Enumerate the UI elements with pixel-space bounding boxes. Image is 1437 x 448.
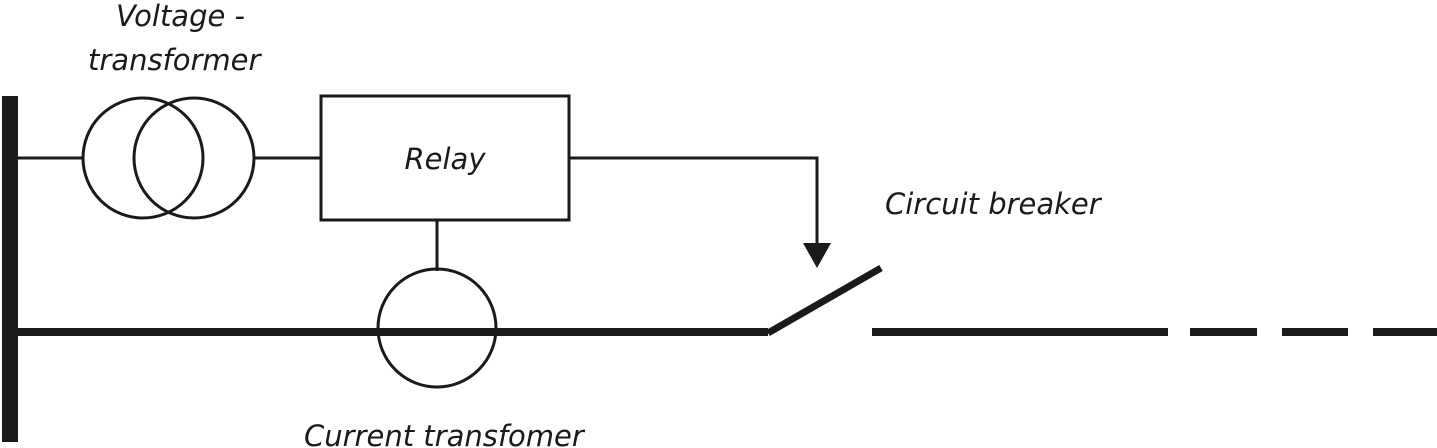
busbar: [2, 96, 18, 442]
vt-primary-winding: [81, 96, 205, 220]
vt-secondary-winding: [132, 96, 256, 220]
trip-signal-line: [569, 156, 819, 245]
current-transformer-label: Current transfomer: [304, 419, 586, 448]
voltage-transformer-label-line1: Voltage -: [116, 0, 245, 33]
circuit-breaker-label: Circuit breaker: [885, 187, 1103, 221]
voltage-transformer-label-line2: transformer: [88, 43, 263, 77]
circuit-breaker-blade: [766, 264, 883, 337]
relay-label: Relay: [405, 142, 487, 176]
trip-arrow-head: [803, 243, 831, 268]
current-transformer: [376, 267, 498, 389]
